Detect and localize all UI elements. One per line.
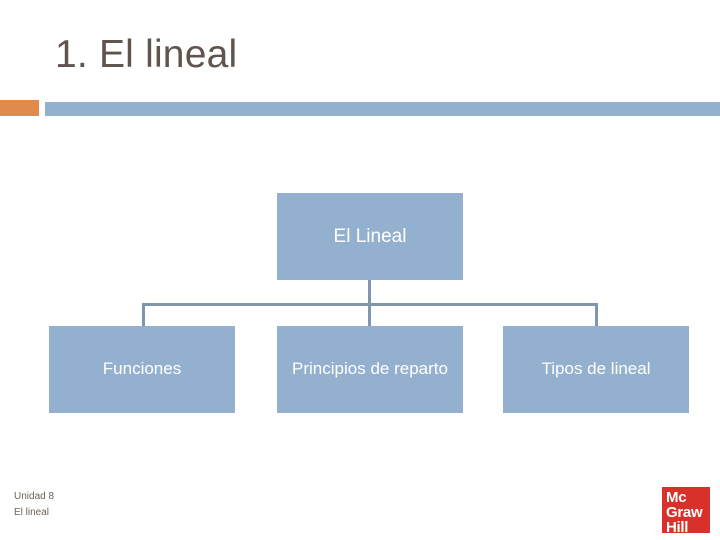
accent-bar-blue (45, 102, 720, 116)
mcgraw-hill-logo: Mc Graw Hill (662, 487, 710, 536)
logo-line-hill: Hill (666, 519, 689, 536)
org-node-principios-de-reparto[interactable]: Principios de reparto (277, 326, 463, 413)
org-node-root-label: El Lineal (333, 225, 407, 247)
org-node-funciones-label: Funciones (102, 359, 182, 379)
logo-line-mc: Mc (666, 489, 687, 506)
org-node-principios-de-reparto-label: Principios de reparto (292, 359, 448, 379)
org-node-funciones[interactable]: Funciones (49, 326, 235, 413)
footer-note: Unidad 8 El lineal (14, 489, 54, 520)
logo-line-graw: Graw (666, 504, 703, 521)
connector-horizontal-bar (142, 303, 598, 306)
org-node-root[interactable]: El Lineal (277, 193, 463, 280)
connector-drop-left (142, 303, 145, 326)
footer-line-topic: El lineal (14, 506, 50, 518)
accent-bar-orange (0, 100, 39, 116)
footer-line-unit: Unidad 8 (14, 491, 55, 502)
org-node-tipos-de-lineal[interactable]: Tipos de lineal (503, 326, 689, 413)
org-node-tipos-de-lineal-label: Tipos de lineal (541, 359, 651, 379)
page-title: 1. El lineal (55, 33, 238, 76)
connector-drop-right (595, 303, 598, 326)
